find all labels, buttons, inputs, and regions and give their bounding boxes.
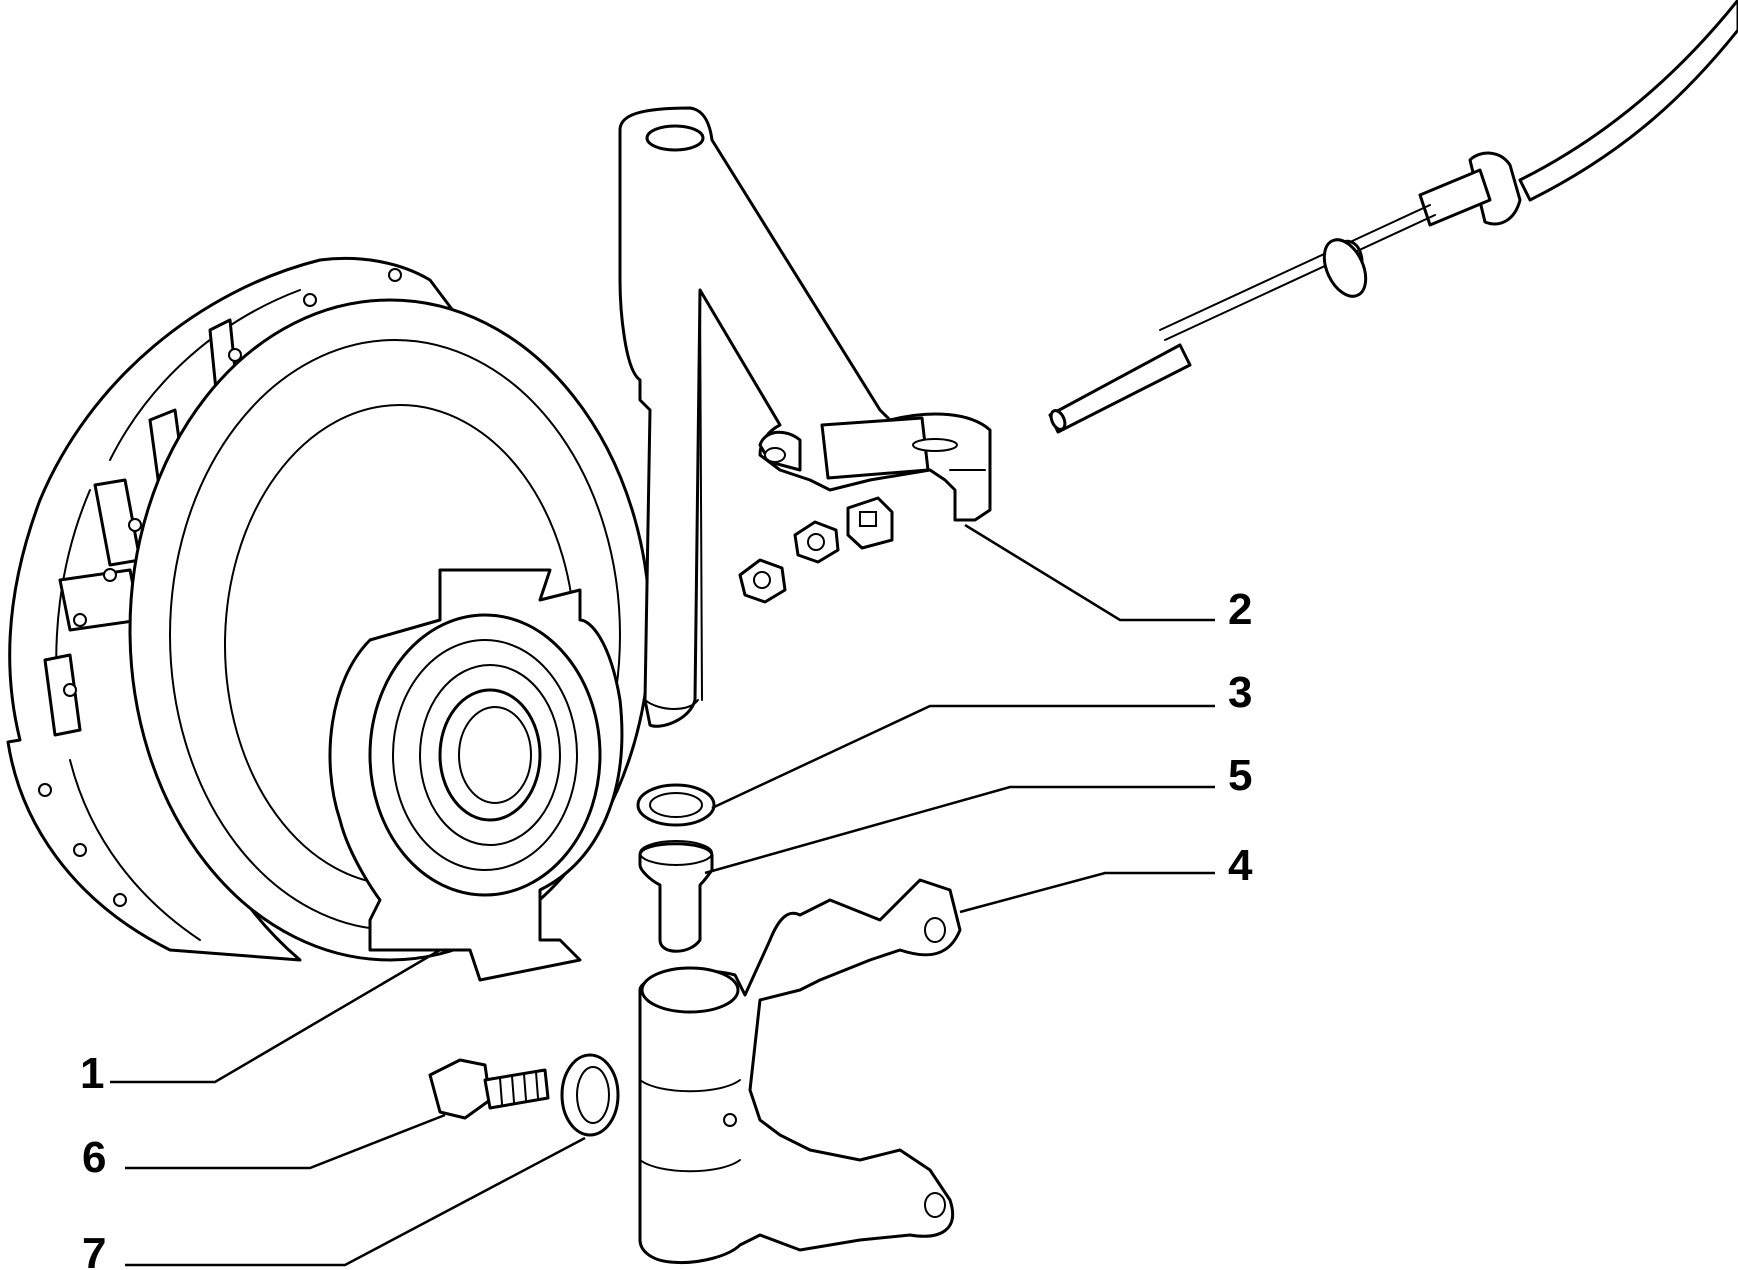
callout-4: 4	[1228, 841, 1253, 890]
callout-5: 5	[1228, 751, 1252, 800]
callout-6: 6	[82, 1133, 106, 1182]
leader-6	[125, 1113, 446, 1170]
bolt	[428, 1058, 550, 1120]
bushing	[636, 783, 716, 827]
clutch-fork	[638, 878, 962, 1265]
leader-3	[711, 704, 1215, 810]
release-bearing	[328, 568, 624, 982]
callout-labels: 1 2 3 4 5 6 7	[80, 585, 1253, 1270]
leader-4	[959, 871, 1215, 914]
callout-3: 3	[1228, 668, 1252, 717]
clutch-lever	[618, 106, 992, 728]
lever-nuts	[738, 496, 894, 604]
leader-2	[964, 523, 1215, 622]
leader-lines	[110, 523, 1215, 1267]
clutch-cable	[1048, 0, 1738, 434]
retaining-ring	[560, 1053, 620, 1137]
leader-5	[704, 785, 1215, 875]
leader-7	[125, 1136, 586, 1267]
callout-1: 1	[80, 1049, 104, 1098]
callout-7: 7	[82, 1229, 106, 1270]
sleeve	[638, 840, 714, 953]
clutch-housing	[6, 256, 462, 962]
callout-2: 2	[1228, 585, 1252, 634]
leader-1	[110, 948, 441, 1084]
